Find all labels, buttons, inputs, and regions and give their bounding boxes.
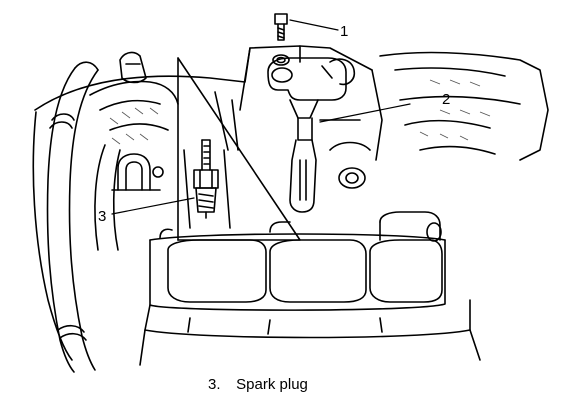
coolant-hose	[46, 61, 99, 373]
cutaway-triangle	[177, 57, 301, 241]
engine-block-background	[32, 45, 549, 361]
caption-text: Spark plug	[236, 376, 308, 393]
callout-1: 1	[340, 23, 348, 40]
callout-2: 2	[442, 91, 450, 108]
figure-caption: 3. Spark plug	[208, 376, 308, 393]
leader-lines	[111, 19, 411, 215]
callout-3: 3	[98, 208, 106, 225]
valve-cover	[139, 233, 481, 366]
head-boss	[319, 119, 371, 189]
plug-well-lines	[183, 149, 231, 229]
caption-number: 3.	[208, 376, 221, 393]
surface-texture	[109, 79, 491, 145]
spark-plug	[193, 139, 219, 219]
plug-bosses	[159, 211, 442, 242]
ignition-coil	[267, 57, 356, 213]
lift-hook	[111, 153, 164, 191]
hose-connector	[119, 51, 147, 84]
coil-bolt	[272, 13, 290, 66]
